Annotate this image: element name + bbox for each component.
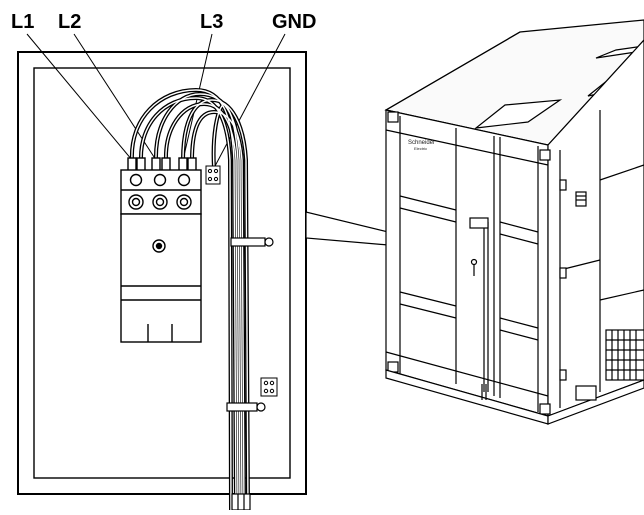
label-l3: L3 — [200, 11, 224, 33]
brand-logo-line2: Electric — [414, 146, 427, 151]
brand-logo: Schneider Electric — [408, 140, 435, 151]
label-l1: L1 — [11, 11, 35, 33]
cable-bundle — [129, 87, 250, 512]
container-enclosure — [384, 19, 644, 425]
terminal-block-small — [260, 377, 278, 397]
circuit-breaker — [120, 157, 202, 343]
cable-clamp-upper — [230, 237, 274, 247]
label-l2: L2 — [58, 11, 82, 33]
brand-logo-line1: Schneider — [408, 140, 435, 146]
cable-exit — [231, 493, 251, 511]
ground-terminal — [205, 165, 221, 185]
label-gnd: GND — [272, 11, 317, 33]
cable-clamp-lower — [226, 402, 266, 412]
